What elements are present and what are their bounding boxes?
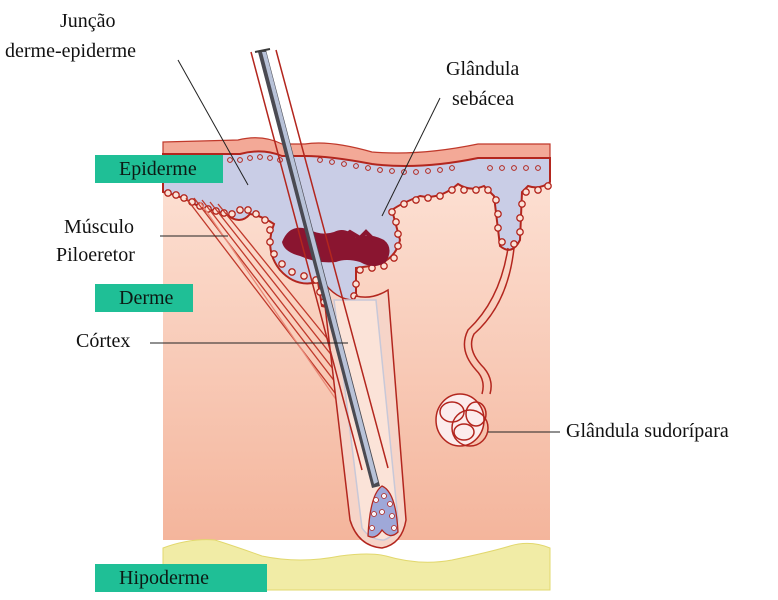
label-glandula-sebacea-line2: sebácea xyxy=(452,88,514,111)
label-musculo-line2: Piloeretor xyxy=(56,244,135,267)
layer-tag-hipoderme: Hipoderme xyxy=(95,564,267,592)
label-juncao-line2: derme-epiderme xyxy=(5,40,136,63)
layer-tag-derme: Derme xyxy=(95,284,193,312)
label-juncao-line1: Junção xyxy=(60,10,116,33)
label-cortex: Córtex xyxy=(76,330,130,353)
layer-tag-epiderme: Epiderme xyxy=(95,155,223,183)
label-musculo-line1: Músculo xyxy=(64,216,134,239)
label-glandula-sudoripara: Glândula sudorípara xyxy=(566,420,729,443)
label-glandula-sebacea-line1: Glândula xyxy=(446,58,519,81)
